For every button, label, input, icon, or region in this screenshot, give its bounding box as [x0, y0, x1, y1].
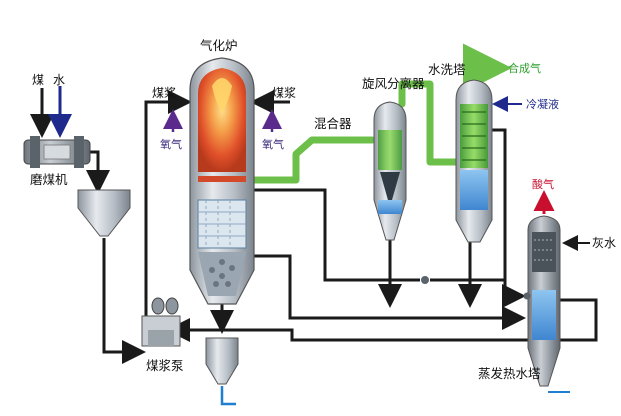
label-coal: 煤: [32, 73, 44, 87]
evaporator-icon: [527, 215, 561, 387]
scrubber-to-evaporator-line: [430, 278, 526, 308]
label-water: 水: [53, 73, 65, 87]
label-condensate: 冷凝液: [526, 97, 559, 111]
cyclone-to-scrubber-pipe: [398, 80, 460, 166]
valve-icon: [421, 276, 429, 284]
valve-icon: [523, 292, 531, 300]
label-ash-water: 灰水: [592, 236, 616, 250]
label-oxygen-right: 氧气: [262, 137, 284, 151]
slag-tank-icon: [205, 337, 239, 385]
label-mixer: 混合器: [314, 116, 352, 131]
gasifier-to-evaporator-line: [254, 254, 526, 330]
label-evaporator: 蒸发热水塔: [478, 366, 541, 381]
cyclone-icon: [373, 101, 407, 241]
label-grinder: 磨煤机: [30, 172, 68, 187]
label-acid-gas: 酸气: [532, 177, 554, 191]
gasifier-to-mixer-pipe: [250, 136, 376, 184]
slag-water-out: [220, 386, 236, 406]
grinder-icon: [23, 136, 91, 168]
label-oxygen-left: 氧气: [160, 137, 182, 151]
label-syngas: 合成气: [508, 61, 541, 75]
gasifier-to-cyclone-return: [254, 188, 420, 282]
gasifier-icon: [189, 57, 255, 305]
pump-icon: [141, 297, 181, 347]
syngas-out-pipe: [463, 43, 512, 93]
label-slurry-left: 煤浆: [152, 85, 176, 100]
scrubber-icon: [455, 79, 493, 243]
recycle-line: [492, 128, 507, 280]
label-cyclone: 旋风分离器: [362, 76, 425, 91]
slurry-feed-left: [144, 90, 192, 318]
process-pipes: [30, 88, 598, 364]
hopper-icon: [77, 189, 131, 237]
label-scrubber: 水洗塔: [428, 62, 466, 77]
label-gasifier: 气化炉: [200, 38, 238, 53]
evaporator-return-line: [166, 298, 598, 342]
label-slurry-pump: 煤浆泵: [146, 358, 184, 373]
syngas-pipes: [250, 43, 512, 184]
grinder-to-hopper-line: [86, 150, 110, 194]
hopper-to-pump-line: [102, 238, 146, 364]
label-slurry-right: 煤浆: [272, 85, 296, 100]
